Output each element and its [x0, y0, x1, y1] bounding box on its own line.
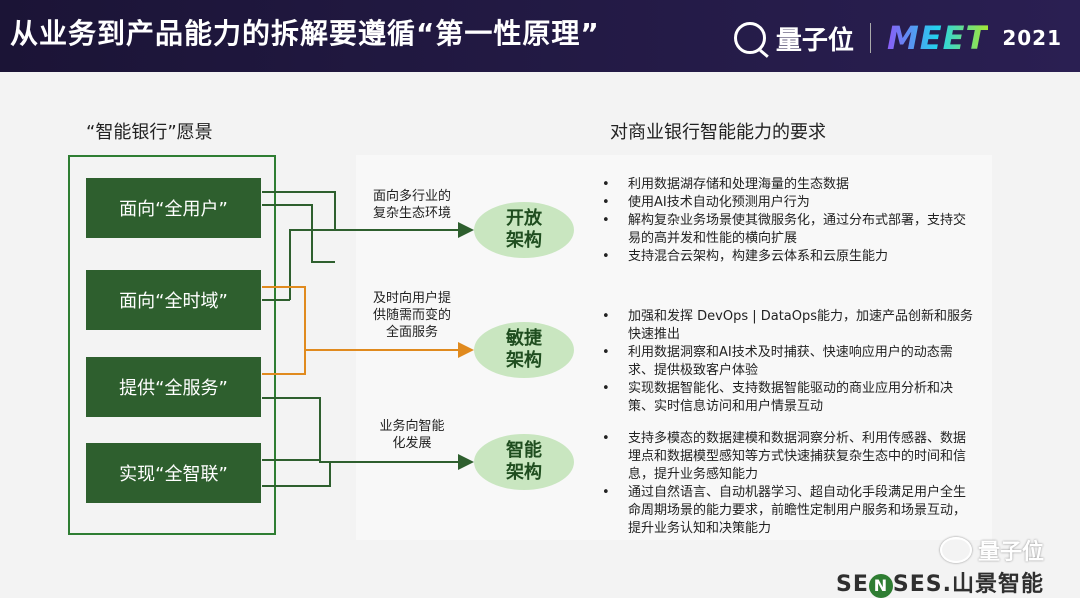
flow-label-smart: 业务向智能 化发展 — [360, 418, 464, 452]
wechat-icon — [939, 537, 972, 563]
circle-open-text: 开放 架构 — [506, 208, 542, 251]
brand-divider — [869, 23, 871, 53]
requirement-item: 使用AI技术自动化预测用户行为 — [598, 194, 974, 212]
flow-label-agile: 及时向用户提 供随需而变的 全面服务 — [360, 290, 464, 341]
brand-logo: 量子位 MEET 2021 — [733, 18, 1062, 58]
connector-smart-3 — [262, 462, 331, 487]
requirement-item: 支持混合云架构，构建多云体系和云原生能力 — [598, 248, 974, 266]
connector-smart-1 — [262, 397, 474, 470]
circle-agile-architecture: 敏捷 架构 — [474, 322, 574, 378]
circle-agile-text: 敏捷 架构 — [506, 328, 542, 371]
slide-title: 从业务到产品能力的拆解要遵循“第一性原理” — [10, 17, 600, 50]
circle-smart-text: 智能 架构 — [506, 440, 542, 483]
requirement-item: 实现数据智能化、支持数据智能驱动的商业应用分析和决策、实时信息访问和用户情景互动 — [598, 380, 974, 416]
event-year: 2021 — [1002, 26, 1062, 50]
connector-open-1 — [262, 191, 474, 238]
vision-box-all-connected: 实现“全智联” — [86, 443, 261, 503]
requirement-item: 支持多模态的数据建模和数据洞察分析、利用传感器、数据埋点和数据模型感知等方式快速… — [598, 430, 974, 484]
requirement-item: 通过自然语言、自动机器学习、超自动化手段满足用户全生命周期场景的能力要求，前瞻性… — [598, 484, 974, 538]
vision-box-all-service: 提供“全服务” — [86, 357, 261, 417]
title-bar: 从业务到产品能力的拆解要遵循“第一性原理” 量子位 MEET 2021 — [0, 0, 1080, 72]
senses-logo-pre: SE — [836, 572, 869, 597]
vision-title: “智能银行”愿景 — [86, 122, 213, 143]
circle-open-architecture: 开放 架构 — [474, 202, 574, 258]
vision-box-all-users: 面向“全用户” — [86, 178, 261, 238]
event-name: MEET — [886, 19, 989, 57]
requirements-agile: 加强和发挥 DevOps | DataOps能力，加速产品创新和服务快速推出 利… — [598, 308, 974, 416]
requirement-item: 利用数据湖存储和处理海量的生态数据 — [598, 176, 974, 194]
vision-box-all-time: 面向“全时域” — [86, 270, 261, 330]
watermark-text: 量子位 — [977, 540, 1044, 565]
requirements-smart: 支持多模态的数据建模和数据洞察分析、利用传感器、数据埋点和数据模型感知等方式快速… — [598, 430, 974, 538]
connector-open-2 — [262, 204, 335, 263]
requirement-item: 加强和发挥 DevOps | DataOps能力，加速产品创新和服务快速推出 — [598, 308, 974, 344]
flow-label-open: 面向多行业的 复杂生态环境 — [360, 188, 464, 222]
senses-logo-mark: N — [868, 574, 893, 598]
senses-logo-post: SES.山景智能 — [892, 572, 1044, 597]
requirement-item: 解构复杂业务场景使其微服务化，通过分布式部署，支持交易的高并发和性能的横向扩展 — [598, 212, 974, 248]
vision-frame — [68, 155, 276, 535]
flow-label-agile-text: 及时向用户提 供随需而变的 全面服务 — [372, 291, 451, 340]
requirements-open: 利用数据湖存储和处理海量的生态数据 使用AI技术自动化预测用户行为 解构复杂业务… — [598, 176, 974, 266]
brand-name: 量子位 — [775, 25, 854, 56]
flow-label-open-text: 面向多行业的 复杂生态环境 — [372, 189, 451, 221]
circle-smart-architecture: 智能 架构 — [474, 434, 574, 490]
qbit-logo-icon — [733, 22, 766, 54]
connector-open-4 — [289, 229, 335, 300]
connector-agile-2 — [262, 350, 306, 375]
requirements-title: 对商业银行智能能力的要求 — [610, 122, 826, 143]
flow-label-smart-text: 业务向智能 化发展 — [379, 419, 445, 451]
wechat-watermark: 量子位 — [939, 534, 1044, 566]
requirement-item: 利用数据洞察和AI技术及时捕获、快速响应用户的动态需求、提供极致客户体验 — [598, 344, 974, 380]
connector-agile-1 — [262, 286, 474, 358]
